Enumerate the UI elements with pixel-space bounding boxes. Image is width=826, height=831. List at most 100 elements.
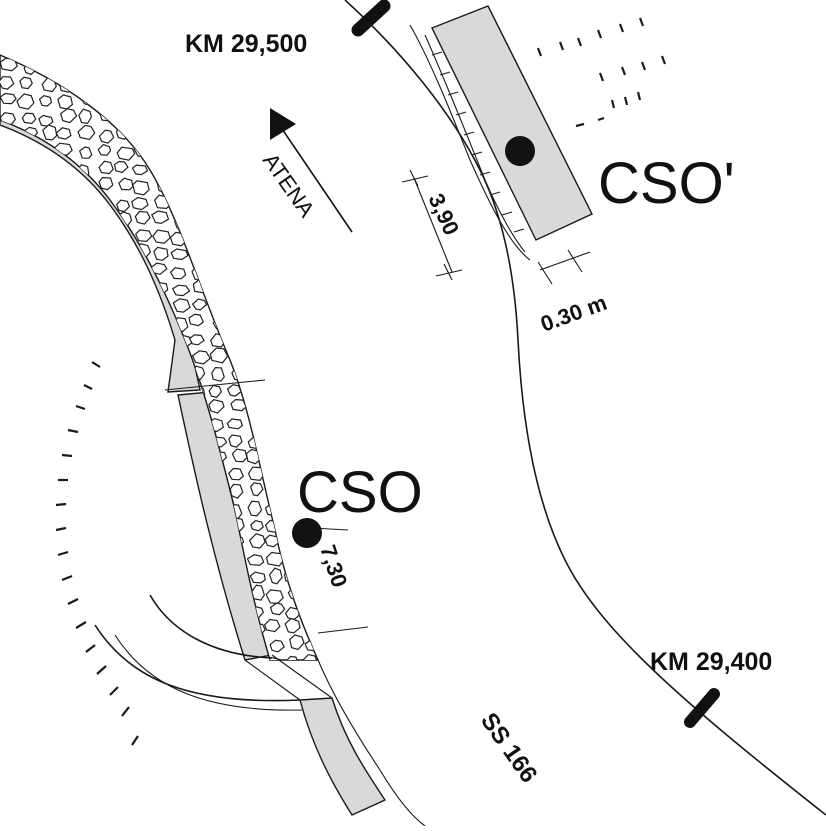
cobblestone — [188, 313, 205, 327]
cobblestone — [95, 538, 109, 552]
cobblestone — [152, 229, 171, 244]
cobblestone — [323, 234, 336, 245]
cobblestone — [170, 657, 186, 660]
cobblestone — [133, 617, 148, 633]
cobblestone — [227, 297, 246, 313]
cobblestone — [245, 448, 263, 465]
cobblestone — [135, 432, 150, 446]
cobblestone — [226, 217, 246, 229]
cobblestone — [2, 233, 17, 246]
cobblestone — [170, 92, 188, 108]
cobblestone — [152, 93, 167, 105]
cobblestone — [227, 467, 245, 481]
cobblestone — [18, 467, 35, 480]
cobblestone — [96, 380, 112, 394]
cobblestone — [37, 315, 57, 331]
cobblestone — [264, 366, 280, 378]
cobblestone — [57, 535, 76, 549]
cobblestone — [131, 164, 149, 176]
cobblestone — [327, 368, 340, 378]
cso-prime-point-marker — [505, 136, 535, 166]
cobblestone — [210, 233, 225, 247]
cobblestone — [192, 112, 211, 128]
cobblestone — [250, 520, 264, 532]
cobblestone — [324, 77, 338, 88]
cobblestone — [269, 602, 286, 616]
cobblestone — [327, 416, 343, 428]
cobblestone — [189, 178, 206, 196]
cobblestone — [283, 298, 301, 314]
cobblestone — [59, 349, 77, 363]
cobblestone — [93, 61, 110, 76]
cobblestone — [96, 365, 111, 379]
cobblestone — [74, 333, 93, 348]
cobblestone — [93, 76, 110, 92]
cobblestone — [326, 248, 342, 263]
cobblestone — [118, 177, 134, 191]
cobblestone — [174, 607, 190, 620]
cobblestone — [326, 318, 338, 332]
cobblestone — [171, 467, 190, 479]
side-road-edge-3 — [114, 634, 303, 711]
cobblestone — [135, 367, 155, 380]
cobblestone — [153, 520, 171, 533]
cobblestone — [80, 213, 94, 227]
cobblestone — [322, 94, 338, 103]
cobblestone — [112, 243, 128, 260]
cobblestone — [80, 61, 95, 74]
cobblestone — [305, 216, 318, 227]
cobblestone — [39, 481, 55, 499]
cobblestone — [18, 300, 35, 315]
cobblestone — [0, 652, 20, 660]
cobblestone — [212, 214, 227, 231]
cobblestone — [172, 163, 188, 177]
cobblestone — [153, 572, 170, 584]
cobblestone — [248, 385, 262, 398]
cobblestone — [263, 618, 281, 633]
cobblestone — [38, 262, 57, 277]
cobblestone — [156, 549, 172, 564]
cobblestone — [173, 214, 191, 230]
cobblestone — [132, 386, 148, 397]
cobblestone — [232, 59, 247, 73]
cobblestone — [154, 164, 169, 179]
cobblestone — [151, 654, 170, 660]
cobblestone — [249, 571, 266, 584]
cobblestone — [2, 55, 16, 57]
cobblestone — [98, 129, 115, 144]
cobblestone — [231, 331, 247, 349]
cobblestone — [193, 127, 211, 142]
cobblestone — [211, 74, 227, 89]
cobblestone — [79, 230, 97, 243]
junction-line-1 — [164, 379, 266, 391]
cobblestone — [250, 482, 264, 497]
cobblestone — [209, 247, 227, 262]
cobblestone — [0, 636, 18, 651]
cobblestone — [211, 95, 229, 111]
cobblestone — [210, 621, 225, 634]
cobblestone — [265, 414, 283, 428]
cobblestone — [230, 398, 247, 412]
cobblestone — [39, 637, 58, 652]
cobblestone — [248, 58, 265, 71]
cobblestone — [174, 61, 190, 76]
cobblestone — [39, 451, 59, 464]
cobblestone — [58, 232, 74, 248]
cobblestone — [211, 366, 225, 382]
km-29500-label: KM 29,500 — [185, 30, 307, 58]
side-road-edge-2 — [94, 624, 301, 702]
cobblestone — [94, 569, 109, 584]
cobblestone — [149, 538, 167, 554]
cobblestone — [116, 79, 136, 92]
cobblestone — [41, 619, 59, 635]
cobblestone — [270, 346, 284, 364]
cobblestone — [250, 228, 267, 243]
cobblestone — [247, 92, 262, 106]
cobblestone — [41, 518, 57, 533]
cobblestone — [92, 348, 112, 361]
main-road-edge — [344, 0, 826, 816]
cobblestone — [307, 281, 318, 297]
cobblestone — [0, 281, 18, 294]
tick-arc-left — [55, 361, 139, 746]
cobblestone — [305, 589, 318, 600]
